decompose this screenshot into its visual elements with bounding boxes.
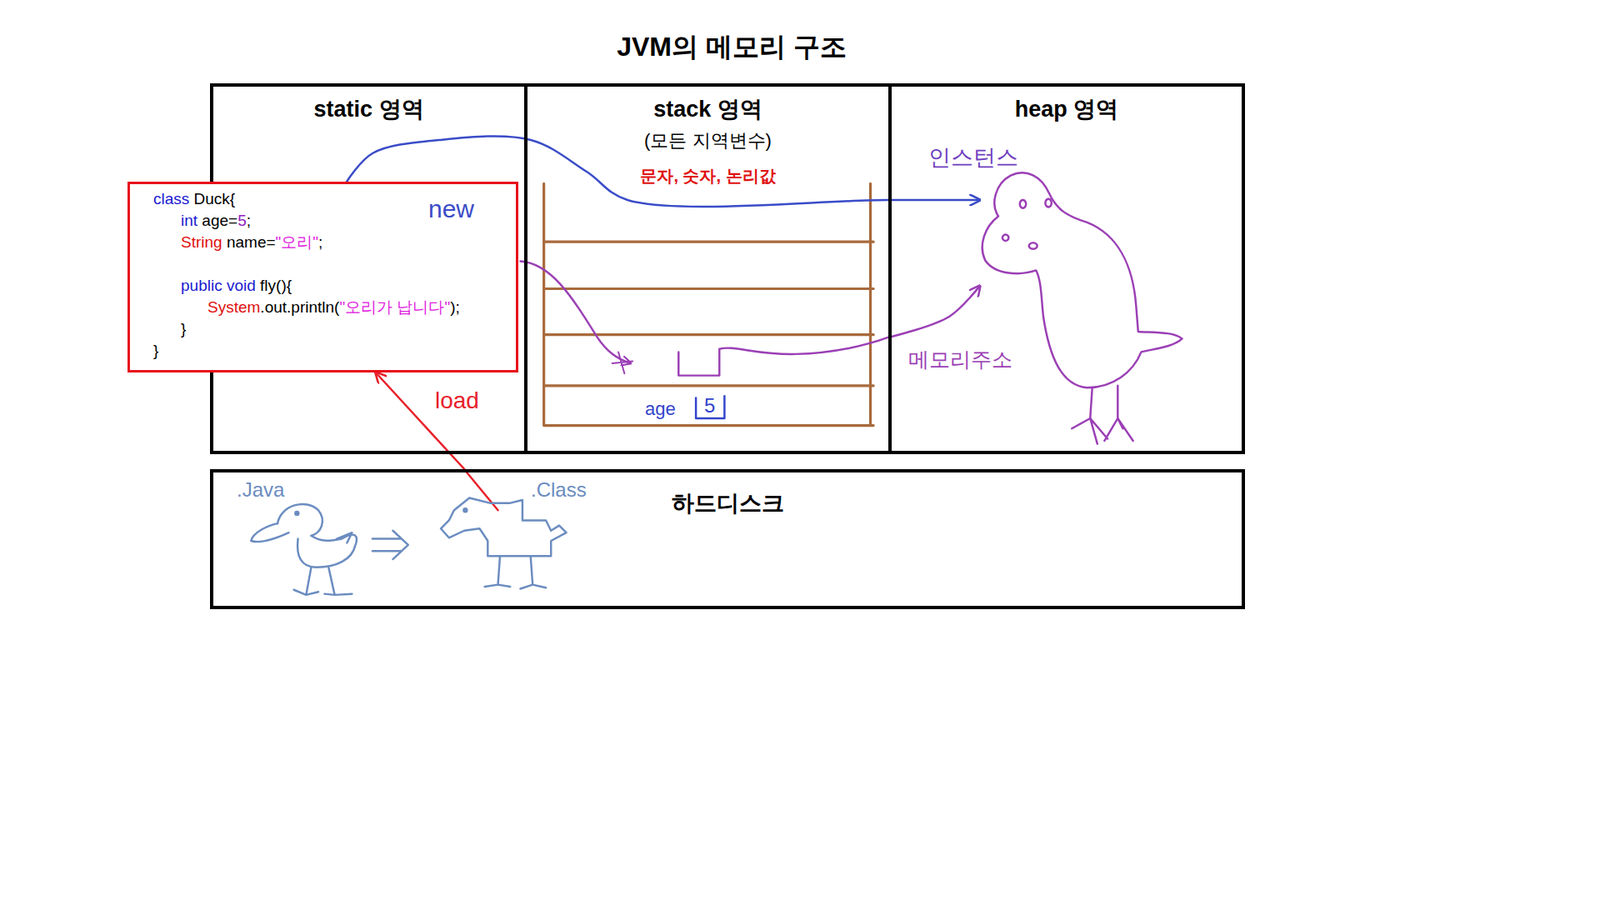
reference-slot [678, 336, 890, 376]
memory-area: heap 영역인스턴스 [888, 83, 1245, 455]
memory-area: static 영역class Duck{int age=5;String nam… [210, 83, 528, 455]
code-line: } [130, 340, 159, 362]
code-token: .out.println( [260, 298, 340, 316]
edge-label: 메모리주소 [908, 348, 1013, 372]
code-token: age= [201, 211, 238, 230]
title-holder: JVM의 메모리 구조 [481, 30, 982, 65]
code-line: } [130, 318, 186, 340]
duck-stroke [1071, 418, 1133, 445]
code-line: class Duck{ [130, 188, 235, 210]
file-extension: .Class [530, 479, 587, 501]
duck-stroke [1002, 199, 1052, 250]
area-title: stack 영역 [653, 95, 763, 125]
code-token: fly(){ [260, 276, 292, 295]
code-token: System [207, 298, 260, 316]
edge-label: new [428, 195, 475, 223]
instance-label: 인스턴스 [928, 143, 1019, 173]
label-holder: new [428, 195, 475, 223]
label-holder: 5 [704, 395, 715, 417]
label-holder: .Class [530, 479, 587, 501]
code-token: int [180, 211, 202, 230]
code-token: Duck{ [194, 190, 236, 208]
instance-duck: 인스턴스 [980, 168, 1185, 450]
code-token: name= [222, 233, 276, 251]
reference-star [612, 351, 633, 374]
code-token: ); [450, 298, 460, 316]
code-line: String name="오리"; [130, 231, 323, 254]
label-holder: load [435, 388, 480, 415]
area-title: heap 영역 [1015, 95, 1120, 125]
edge-label: load [435, 388, 480, 415]
code-token: 5 [237, 211, 247, 230]
code-token: ; [318, 233, 323, 251]
area-note: (모든 지역변수) [644, 129, 772, 154]
duck-stroke [1090, 385, 1118, 419]
class-duck [440, 498, 567, 590]
stack-frame [544, 183, 875, 425]
code-token: "오리가 납니다" [339, 298, 450, 316]
label-holder: age [645, 399, 676, 420]
duck-outline [980, 168, 1185, 450]
code-token: ; [246, 211, 251, 230]
variable-name: age [645, 399, 676, 420]
area-note: 문자, 숫자, 논리값 [640, 165, 775, 187]
arrow-connector [891, 285, 980, 337]
code-line: int age=5; [130, 210, 251, 232]
reference-arrow [520, 260, 630, 363]
code-token: class [153, 190, 195, 208]
hard-disk: 하드디스크 [210, 469, 1245, 610]
code-token: } [180, 320, 186, 338]
compile-arrow [372, 530, 409, 560]
variable-value: 5 [704, 395, 715, 417]
area-title: static 영역 [313, 95, 424, 125]
arrow-connector [375, 372, 465, 470]
area-title: 하드디스크 [671, 489, 785, 519]
code-token: public void [180, 276, 260, 295]
diagram-title: JVM의 메모리 구조 [481, 30, 982, 65]
code-token: "오리" [275, 233, 320, 251]
code-token: } [153, 341, 159, 360]
label-holder: .Java [236, 479, 285, 501]
java-duck [250, 504, 357, 595]
code-line: System.out.println("오리가 납니다"); [130, 296, 460, 319]
code-token: String [180, 233, 223, 251]
code-line: public void fly(){ [130, 275, 292, 297]
label-holder: 메모리주소 [908, 348, 1013, 372]
file-extension: .Java [236, 479, 285, 501]
